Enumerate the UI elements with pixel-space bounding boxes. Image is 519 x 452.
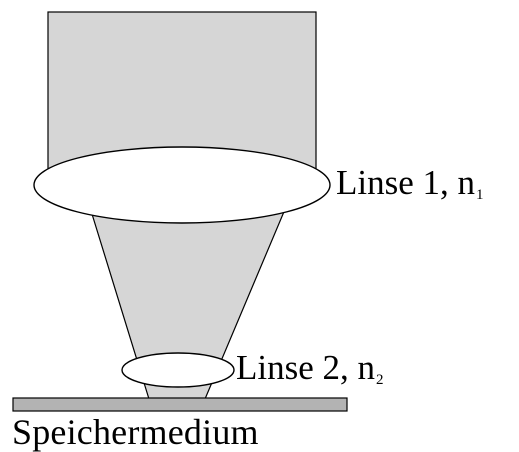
lens-2-index-subscript: 2 xyxy=(376,372,384,389)
lens-1-label-text: Linse 1, n xyxy=(336,163,476,202)
lens-1 xyxy=(33,146,331,224)
lens-1-label: Linse 1, n1 xyxy=(336,165,484,203)
storage-medium xyxy=(12,397,348,412)
lens-2 xyxy=(121,352,235,388)
lens-2-label: Linse 2, n2 xyxy=(236,350,384,388)
lens-2-label-text: Linse 2, n xyxy=(236,348,376,387)
storage-medium-label: Speichermedium xyxy=(12,412,259,452)
lens-1-index-subscript: 1 xyxy=(476,187,484,204)
